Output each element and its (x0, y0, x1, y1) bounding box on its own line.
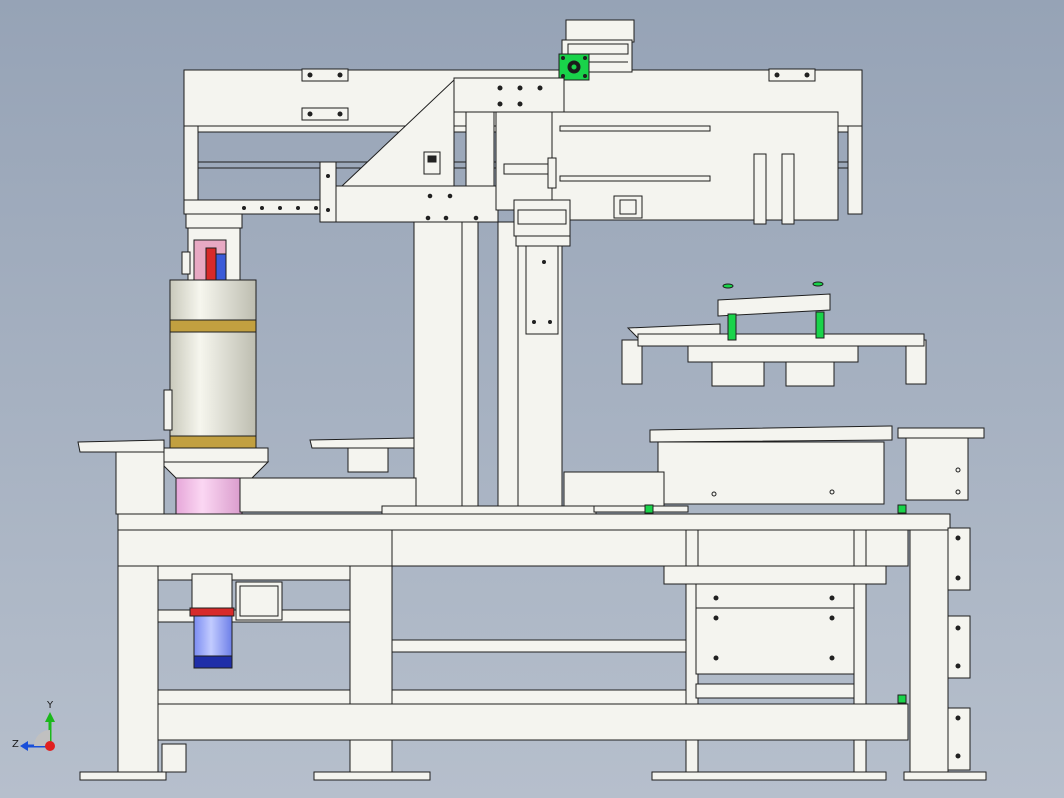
machine-table-frame (79, 513, 987, 781)
triad-y-label: Y (47, 700, 54, 711)
triad-z-label: Z (12, 739, 19, 750)
left-side-shelf (77, 437, 415, 515)
right-side-bracket (897, 427, 985, 501)
lift-cylinder (189, 573, 235, 669)
square-tube-support (235, 581, 283, 621)
servo-motor-top (561, 19, 635, 73)
left-vertical-slide (181, 213, 243, 281)
tray-box (649, 425, 893, 505)
coordinate-triad-icon (20, 712, 55, 751)
green-mounting-block (558, 53, 590, 81)
rotary-cylinder (158, 279, 270, 515)
x-axis-carriage (319, 77, 839, 225)
z-axis-slide (513, 199, 571, 335)
pallet-fixture (621, 281, 927, 387)
main-column-left (413, 221, 479, 507)
